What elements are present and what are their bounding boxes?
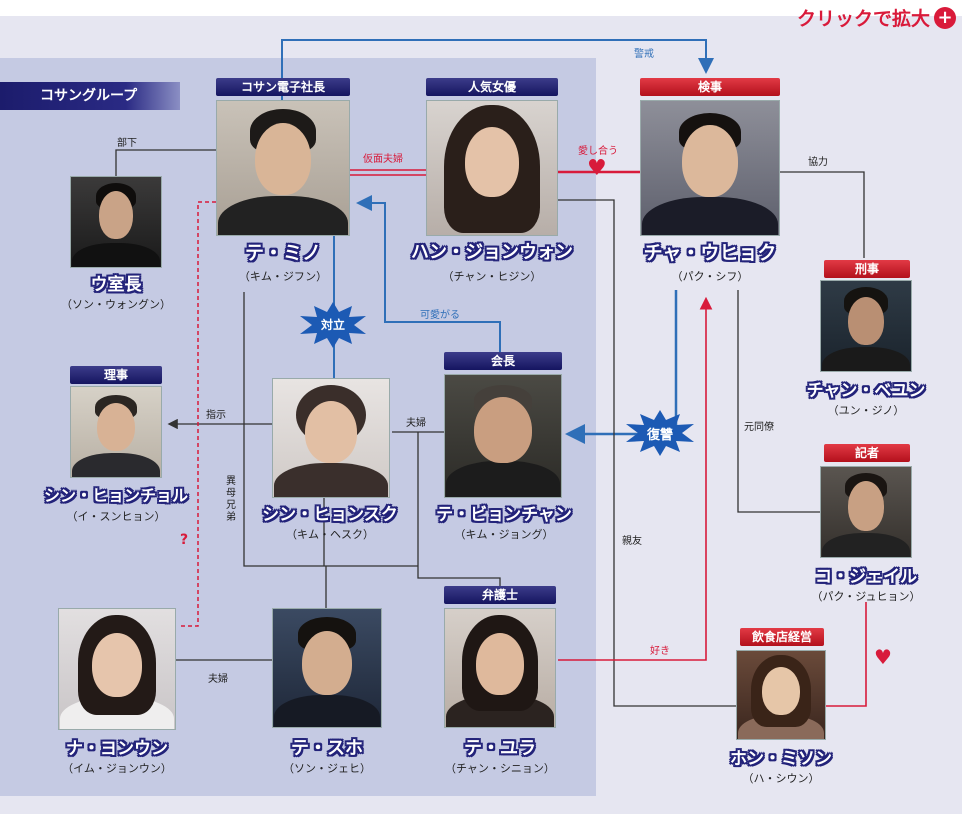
photo-nayonun[interactable] — [58, 608, 176, 730]
photo-teyura[interactable] — [444, 608, 556, 728]
actor-shinhyonsuku: （キム・ヘスク） — [286, 528, 374, 541]
name-shinhyonchol: シン・ヒョンチョル — [43, 486, 188, 505]
photo-chanbeyun[interactable] — [820, 280, 912, 372]
name-honmison: ホン・ミソン — [730, 749, 832, 769]
photo-shinhyonsuku[interactable] — [272, 378, 390, 498]
line-question — [178, 201, 216, 627]
rel-kawaigaru: 可愛がる — [420, 310, 460, 321]
zoom-label: クリックで拡大 — [796, 8, 930, 30]
photo-tebyonchan[interactable] — [444, 374, 562, 498]
rel-fukushu: 復讐 — [646, 428, 673, 443]
line-kyoryoku — [780, 171, 865, 258]
actor-tesuho: （ソン・ジェヒ） — [283, 762, 371, 775]
name-chanbeyun: チャン・ベユン — [806, 381, 926, 401]
role-badge-chauhyok: 検事 — [640, 78, 780, 96]
heart-icon-2: ♥ — [874, 645, 892, 669]
photo-tesuho[interactable] — [272, 608, 382, 728]
rel-buka: 部下 — [117, 138, 137, 149]
rel-fufu2: 夫婦 — [208, 674, 228, 685]
role-badge-honmison: 飲食店経営 — [740, 628, 824, 646]
line-kamen-fufu — [350, 169, 426, 176]
rel-kyoryoku: 協力 — [808, 157, 828, 168]
name-shinhyonsuku: シン・ヒョンスク — [262, 505, 398, 525]
rel-shinyu: 親友 — [622, 536, 642, 547]
rel-motodoryo: 元同僚 — [744, 422, 774, 433]
actor-hanjeongwon: （チャン・ヒジン） — [442, 270, 542, 283]
name-nayonun: ナ・ヨンウン — [66, 739, 168, 759]
rel-ibokyodai: 異母兄弟 — [226, 476, 236, 523]
actor-shinhyonchol: （イ・スンヒョン） — [66, 510, 166, 523]
role-badge-shinhyonchol: 理事 — [70, 366, 162, 384]
line-kawaigaru — [356, 195, 501, 352]
photo-kojeil[interactable] — [820, 466, 912, 558]
role-badge-hanjeongwon: 人気女優 — [426, 78, 558, 96]
rel-aishiau: 愛し合う — [578, 146, 618, 157]
name-ushicho: ウ室長 — [90, 275, 142, 295]
actor-chauhyok: （パク・シフ） — [671, 270, 749, 283]
actor-ushicho: （ソン・ウォングン） — [61, 298, 171, 311]
heart-icon: ♥ — [587, 156, 607, 181]
line-ibokyodai — [243, 292, 501, 608]
actor-chanbeyun: （ユン・ジノ） — [827, 404, 905, 417]
name-hanjeongwon: ハン・ジョンウォン — [411, 242, 573, 263]
name-teyura: テ・ユラ — [464, 738, 536, 759]
fukushu-burst: 復讐 — [624, 410, 696, 456]
rel-question: ? — [180, 532, 189, 548]
photo-shinhyonchol[interactable] — [70, 386, 162, 478]
name-tebyonchan: テ・ビョンチャン — [436, 505, 572, 525]
group-label: コサングループ — [0, 82, 180, 110]
name-chauhyok: チャ・ウヒョク — [643, 242, 777, 264]
actor-honmison: （ハ・シウン） — [742, 772, 820, 785]
rel-shiji: 指示 — [206, 410, 226, 421]
role-badge-teyura: 弁護士 — [444, 586, 556, 604]
line-suki — [558, 296, 713, 661]
role-badge-chanbeyun: 刑事 — [824, 260, 910, 278]
line-jeil-mison — [826, 602, 867, 707]
rel-fufu1: 夫婦 — [406, 418, 426, 429]
photo-teminoo[interactable] — [216, 100, 350, 236]
role-badge-teminoo: コサン電子社長 — [216, 78, 350, 96]
line-shinyu — [558, 199, 736, 707]
zoom-in-icon: + — [934, 6, 956, 29]
top-strip — [0, 0, 962, 16]
line-motodoryo — [737, 290, 820, 513]
actor-tebyonchan: （キム・ジョング） — [454, 528, 554, 541]
actor-kojeil: （パク・ジュヒョン） — [811, 590, 921, 603]
line-buka — [115, 149, 216, 176]
role-badge-kojeil: 記者 — [824, 444, 910, 462]
photo-ushicho[interactable] — [70, 176, 162, 268]
photo-honmison[interactable] — [736, 650, 826, 740]
rel-tairitsu: 対立 — [320, 318, 345, 332]
actor-teminoo: （キム・ジフン） — [238, 270, 328, 283]
rel-suki: 好き — [650, 646, 670, 657]
photo-hanjeongwon[interactable] — [426, 100, 558, 236]
zoom-button[interactable]: クリックで拡大 + — [797, 4, 956, 31]
actor-nayonun: （イム・ジョンウン） — [62, 762, 172, 775]
line-keikai — [281, 39, 714, 100]
role-badge-tebyonchan: 会長 — [444, 352, 562, 370]
tairitsu-burst: 対立 — [298, 302, 368, 348]
actor-teyura: （チャン・シニョン） — [445, 762, 555, 775]
rel-keikai: 警戒 — [634, 49, 654, 60]
name-tesuho: テ・スホ — [291, 738, 363, 759]
name-kojeil: コ・ジェイル — [815, 567, 917, 587]
rel-kamen-fufu: 仮面夫婦 — [363, 154, 403, 165]
name-teminoo: テ・ミノ — [244, 242, 321, 264]
photo-chauhyok[interactable] — [640, 100, 780, 236]
